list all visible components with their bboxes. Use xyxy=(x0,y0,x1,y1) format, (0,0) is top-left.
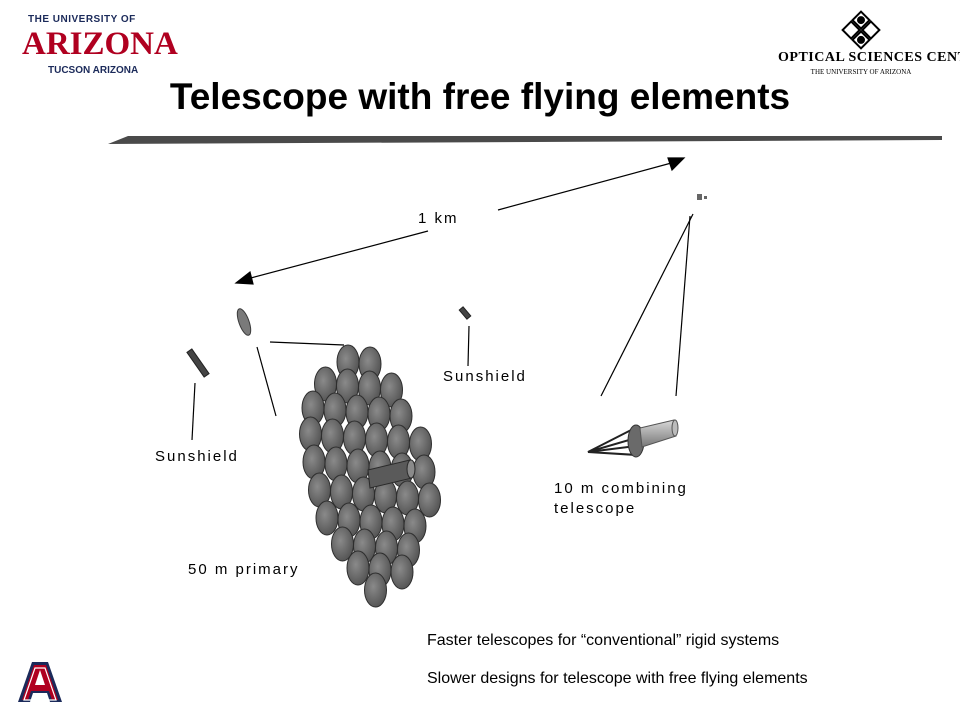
sunshield-left-label: Sunshield xyxy=(155,448,239,465)
mirror-segment xyxy=(315,500,339,536)
combining-telescope-label: 10 m combining telescope xyxy=(554,479,688,519)
osc-subtitle: THE UNIVERSITY OF ARIZONA xyxy=(810,68,912,76)
page-title: Telescope with free flying elements xyxy=(169,76,791,117)
university-logo-name: ARIZONA xyxy=(22,26,178,62)
combining-telescope xyxy=(587,419,679,458)
title-rule xyxy=(108,136,942,144)
combining-telescope-label-line2: telescope xyxy=(554,500,637,517)
mirror-segment xyxy=(418,482,441,518)
university-logo: THE UNIVERSITY OF ARIZONA TUCSON ARIZONA xyxy=(22,12,178,78)
note-faster-telescopes: Faster telescopes for “conventional” rig… xyxy=(427,632,780,649)
mirror-segment xyxy=(364,572,387,608)
mirror-segment xyxy=(346,550,370,586)
sunshield-left xyxy=(186,348,210,378)
osc-name: OPTICAL SCIENCES CENTER xyxy=(778,50,960,65)
note-slower-designs: Slower designs for telescope with free f… xyxy=(427,670,808,687)
primary-mirror xyxy=(299,344,441,608)
sunshield-right xyxy=(458,306,472,320)
distance-arrow xyxy=(234,157,686,285)
primary-central-tube-cap xyxy=(406,459,416,479)
university-logo-location: TUCSON ARIZONA xyxy=(48,65,139,76)
distance-label: 1 km xyxy=(418,210,459,227)
arizona-a-icon xyxy=(18,662,62,702)
osc-emblem-icon xyxy=(841,10,881,50)
combining-telescope-label-line1: 10 m combining xyxy=(554,480,688,497)
optical-path-lines xyxy=(600,213,694,397)
sunshield-right-leader xyxy=(467,325,470,367)
university-logo-line1: THE UNIVERSITY OF xyxy=(28,14,136,25)
mirror-segment xyxy=(390,554,414,590)
sunshield-left-leader xyxy=(191,382,196,441)
primary-label: 50 m primary xyxy=(188,561,300,578)
free-flying-element xyxy=(697,194,707,200)
sunshield-right-label: Sunshield xyxy=(443,368,527,385)
osc-logo: OPTICAL SCIENCES CENTER THE UNIVERSITY O… xyxy=(778,10,960,76)
primary-leader-lines xyxy=(256,341,345,417)
secondary-element xyxy=(236,308,252,336)
